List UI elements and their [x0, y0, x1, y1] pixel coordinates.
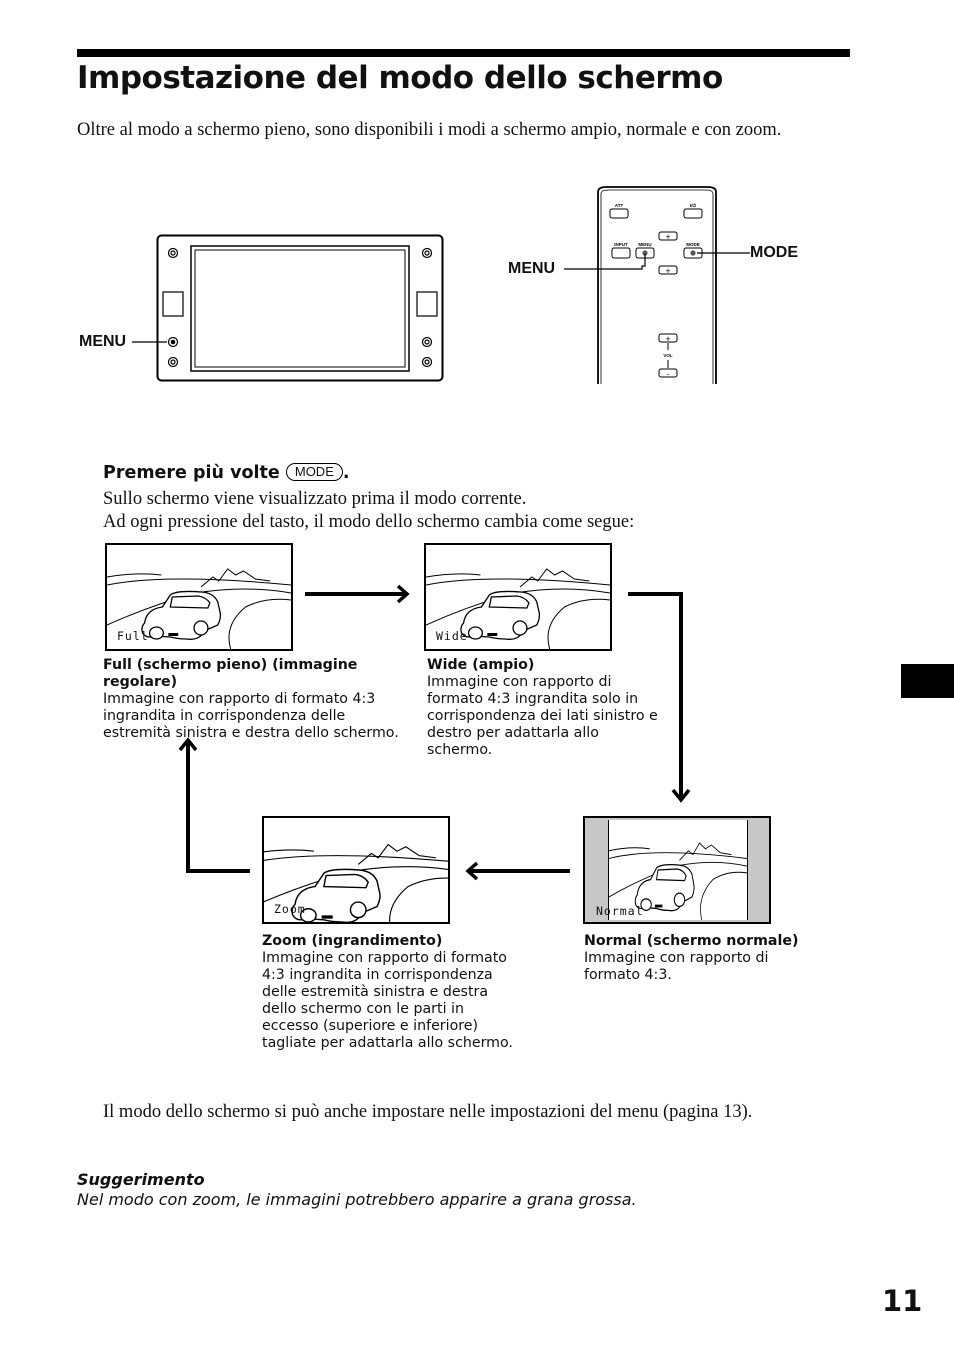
normal-desc-line: Immagine con rapporto di [584, 950, 769, 966]
step-prefix: Premere più volte [103, 463, 280, 483]
zoom-desc-line: Immagine con rapporto di formato [262, 950, 507, 966]
page-title: Impostazione del modo dello schermo [77, 60, 723, 96]
plus-icon: + [665, 233, 671, 241]
wide-mode-description: Wide (ampio) Immagine con rapporto di fo… [427, 657, 687, 759]
zoom-desc-line: dello schermo con le parti in [262, 1001, 464, 1017]
step-line-2: Ad ogni pressione del tasto, il modo del… [103, 512, 635, 532]
step-line-1: Sullo schermo viene visualizzato prima i… [103, 489, 527, 509]
wide-desc-line: schermo. [427, 742, 493, 758]
full-mode-label: Full [117, 629, 149, 643]
normal-mode-frame [608, 820, 748, 920]
normal-mode-description: Normal (schermo normale) Immagine con ra… [584, 933, 824, 984]
step-heading: Premere più volte MODE. [103, 463, 350, 483]
input-button-label: INPUT [614, 242, 628, 247]
step-suffix: . [342, 463, 350, 483]
remote-menu-label: MENU [508, 260, 556, 277]
section-tab-marker [901, 664, 954, 698]
normal-desc-line: formato 4:3. [584, 967, 672, 983]
remote-menu-button-label: MENU [638, 242, 651, 247]
remote-callout-lines [564, 252, 750, 270]
vol-label: VOL [663, 353, 673, 358]
menu-callout-line [132, 341, 158, 343]
zoom-desc-line: eccesso (superiore e inferiore) [262, 1018, 479, 1034]
zoom-desc-line: delle estremità sinistra e destra [262, 984, 489, 1000]
power-button-label: I/⏻ [690, 203, 697, 208]
main-unit-illustration [156, 234, 444, 382]
remote-control-illustration: ATT I/⏻ INPUT MENU MODE VOL + + + – [597, 186, 717, 384]
wide-desc-line: Immagine con rapporto di [427, 674, 612, 690]
full-desc-line: ingrandita in corrispondenza delle [103, 708, 346, 724]
remote-mode-label: MODE [750, 244, 798, 261]
mode-key: MODE [285, 463, 343, 481]
zoom-mode-title: Zoom (ingrandimento) [262, 933, 443, 949]
zoom-desc-line: tagliate per adattarla allo schermo. [262, 1035, 513, 1051]
normal-mode-image: Normal [583, 816, 771, 924]
normal-mode-label: Normal [596, 904, 644, 918]
wide-desc-line: destro per adattarla allo [427, 725, 599, 741]
wide-mode-label: Wide [436, 629, 468, 643]
menu-note: Il modo dello schermo si può anche impos… [103, 1102, 753, 1122]
intro-paragraph: Oltre al modo a schermo pieno, sono disp… [77, 120, 782, 140]
wide-mode-image: Wide [424, 543, 612, 651]
full-mode-description: Full (schermo pieno) (immagine regolare)… [103, 657, 423, 742]
vol-plus-icon: + [665, 335, 671, 343]
minus-icon: + [665, 267, 671, 275]
full-desc-line: Immagine con rapporto di formato 4:3 [103, 691, 376, 707]
zoom-mode-image: Zoom [262, 816, 450, 924]
mode-button-label: MODE [686, 242, 700, 247]
full-desc-line: estremità sinistra e destra dello scherm… [103, 725, 399, 741]
page-number: 11 [882, 1284, 923, 1318]
full-mode-image: Full [105, 543, 293, 651]
wide-desc-line: corrispondenza dei lati sinistro e [427, 708, 658, 724]
title-rule [77, 49, 850, 57]
zoom-desc-line: 4:3 ingrandita in corrispondenza [262, 967, 493, 983]
wide-mode-title: Wide (ampio) [427, 657, 535, 673]
unit-menu-label: MENU [79, 333, 127, 350]
wide-desc-line: formato 4:3 ingrandita solo in [427, 691, 639, 707]
tip-text: Nel modo con zoom, le immagini potrebber… [77, 1190, 637, 1209]
full-mode-title: Full (schermo pieno) (immagine regolare) [103, 657, 358, 690]
zoom-mode-description: Zoom (ingrandimento) Immagine con rappor… [262, 933, 552, 1052]
tip-heading: Suggerimento [77, 1170, 205, 1189]
normal-mode-title: Normal (schermo normale) [584, 933, 799, 949]
vol-minus-icon: – [666, 370, 670, 378]
zoom-mode-label: Zoom [274, 902, 306, 916]
att-button-label: ATT [615, 203, 624, 208]
